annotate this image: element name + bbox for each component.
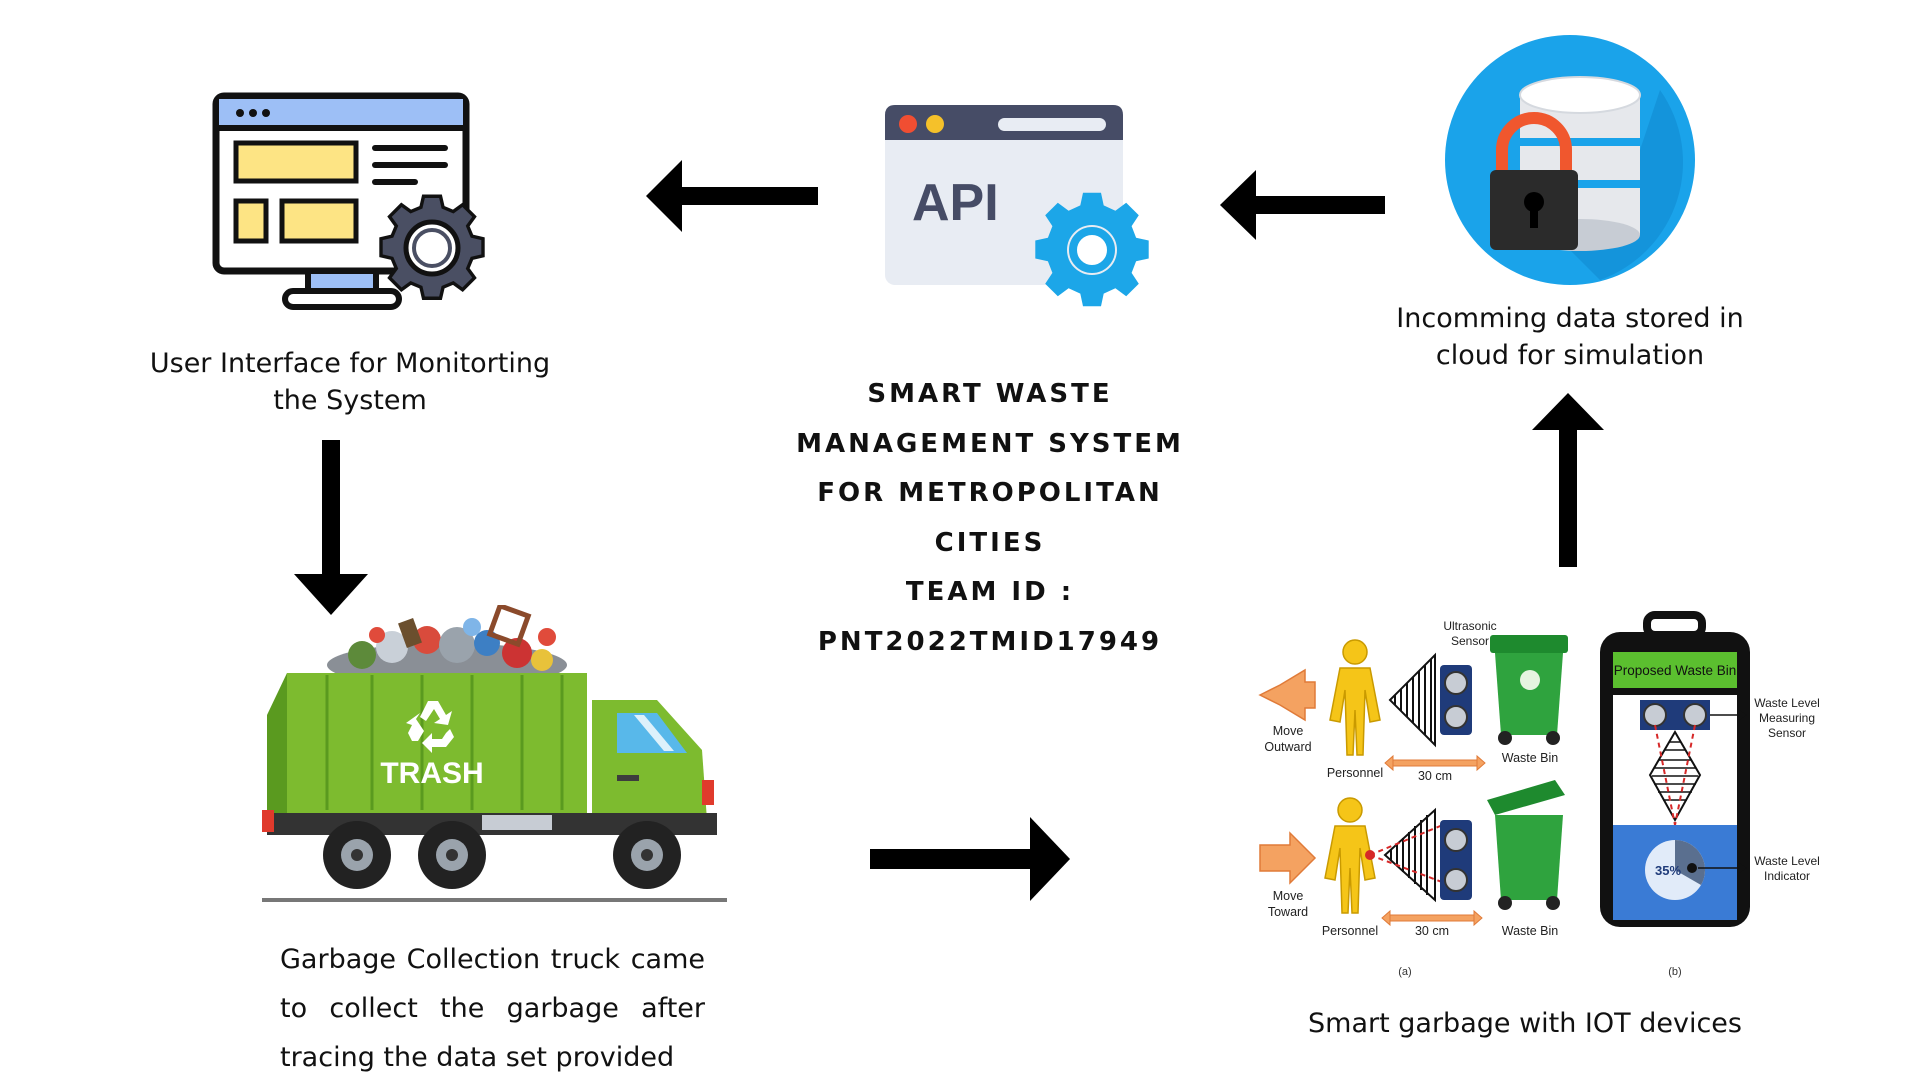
panel-a-top: Move Outward Personnel Ultrasonic Sensor… [1258, 619, 1568, 783]
truck-caption-line2: to collect the garbage after [280, 993, 705, 1024]
arrow-api-to-ui [646, 160, 818, 232]
cloud-caption-line2: cloud for simulation [1435, 340, 1705, 371]
ui-caption-line2: the System [273, 385, 427, 416]
title-line4: CITIES [934, 527, 1046, 558]
level-indicator-line1: Waste Level [1754, 854, 1820, 868]
level-indicator-line2: Indicator [1764, 869, 1810, 883]
panel-a-label: (a) [1398, 966, 1411, 978]
garbage-truck-icon: TRASH [262, 605, 727, 902]
cloud-caption-line1: Incomming data stored in [1396, 303, 1744, 334]
distance-label-bottom: 30 cm [1415, 924, 1449, 938]
panel-b-proposed-bin: Proposed Waste Bin 35% Waste Level Meas [1600, 611, 1820, 978]
iot-caption: Smart garbage with IOT devices [1308, 1008, 1742, 1039]
waste-bin-label-bottom: Waste Bin [1502, 924, 1559, 938]
ultrasonic-label-line1: Ultrasonic [1443, 619, 1496, 633]
personnel-label-bottom: Personnel [1322, 924, 1378, 938]
database-lock-icon [1445, 35, 1695, 285]
arrow-truck-to-iot [870, 817, 1070, 901]
move-outward-line2: Outward [1264, 740, 1311, 754]
level-sensor-line1: Waste Level [1754, 696, 1820, 710]
arrow-iot-to-cloud [1532, 393, 1604, 567]
title-line1: SMART WASTE [867, 379, 1113, 409]
team-id-label: TEAM ID : [905, 577, 1075, 607]
iot-smart-bin-figure: Move Outward Personnel Ultrasonic Sensor… [1258, 611, 1820, 978]
arrow-ui-to-truck [294, 440, 368, 615]
ui-caption-line1: User Interface for Monitorting [149, 348, 551, 379]
monitor-gear-icon [212, 92, 485, 310]
move-outward-line1: Move [1273, 724, 1304, 738]
truck-caption-line1: Garbage Collection truck came [280, 944, 705, 975]
ultrasonic-label-line2: Sensor [1451, 634, 1489, 648]
move-toward-line2: Toward [1268, 905, 1308, 919]
panel-b-label: (b) [1668, 966, 1681, 978]
proposed-bin-label: Proposed Waste Bin [1614, 663, 1737, 678]
project-title: SMART WASTE MANAGEMENT SYSTEM FOR METROP… [760, 370, 1220, 667]
team-id-value: PNT2022TMID17949 [817, 626, 1163, 657]
title-line3: FOR METROPOLITAN [817, 478, 1163, 508]
level-value: 35% [1655, 863, 1681, 878]
truck-caption: Garbage Collection truck came to collect… [280, 935, 705, 1082]
title-line2: MANAGEMENT SYSTEM [796, 428, 1184, 459]
distance-label-top: 30 cm [1418, 769, 1452, 783]
truck-wheels [323, 821, 681, 889]
cloud-caption: Incomming data stored in cloud for simul… [1390, 300, 1750, 374]
truck-caption-line3: tracing the data set provided [280, 1042, 675, 1073]
ui-caption: User Interface for Monitorting the Syste… [130, 345, 570, 419]
level-sensor-line2: Measuring [1759, 711, 1815, 725]
move-toward-line1: Move [1273, 889, 1304, 903]
personnel-label-top: Personnel [1327, 766, 1383, 780]
panel-a-bottom: Move Toward Personnel 30 cm [1259, 780, 1565, 978]
truck-label: TRASH [380, 757, 483, 790]
api-label: API [912, 174, 999, 232]
arrow-cloud-to-api [1220, 170, 1385, 240]
level-sensor-line3: Sensor [1768, 726, 1806, 740]
api-gear-icon: API [885, 105, 1149, 307]
waste-bin-label-top: Waste Bin [1502, 751, 1559, 765]
